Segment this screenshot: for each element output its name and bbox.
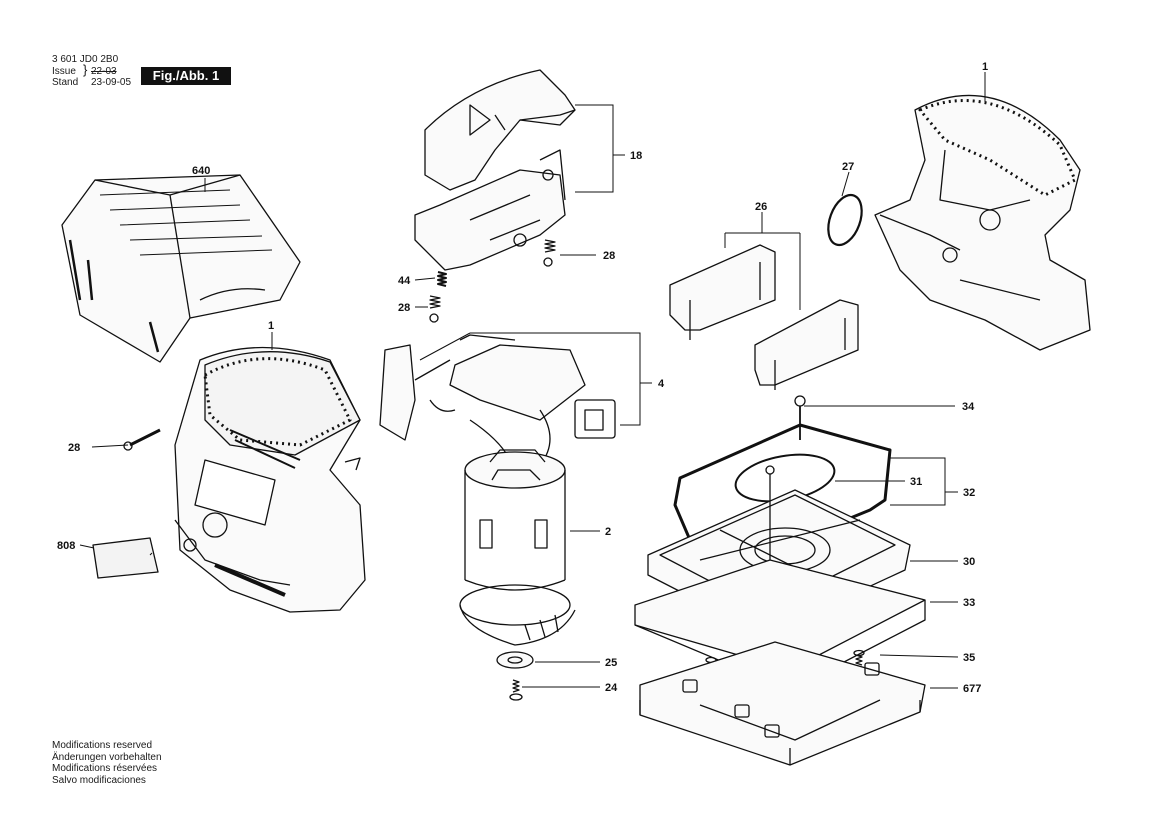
motor-2 — [459, 449, 576, 646]
part-number-32: 32 — [963, 487, 975, 499]
spring-44 — [437, 271, 447, 287]
part-number-33: 33 — [963, 597, 975, 609]
part-number-25: 25 — [605, 657, 617, 669]
part-number-640: 640 — [192, 165, 210, 177]
screw-24 — [509, 679, 523, 701]
issue-label: Issue — [52, 66, 76, 77]
gasket-32 — [673, 423, 892, 557]
footer-line-fr: Modifications réservées — [52, 763, 158, 774]
part-number-677: 677 — [963, 683, 981, 695]
part-number-18: 18 — [630, 150, 642, 162]
washer-25 — [496, 651, 534, 669]
brackets-26 — [669, 244, 859, 390]
screw-28-left — [123, 428, 161, 451]
part-number-24: 24 — [605, 682, 618, 694]
issue-struck-date: 22-03 — [91, 66, 117, 77]
bracket-symbol: } — [83, 62, 88, 77]
footer-line-en: Modifications reserved — [52, 740, 153, 751]
issue-date: 23-09-05 — [91, 77, 132, 88]
screw-34 — [794, 395, 806, 440]
part-number-1-right: 1 — [982, 61, 988, 73]
part-number-28-left: 28 — [68, 442, 80, 454]
part-number-44: 44 — [398, 275, 411, 287]
part-number-35: 35 — [963, 652, 975, 664]
part-number-4: 4 — [658, 378, 665, 390]
part-number-808: 808 — [57, 540, 75, 552]
adapter-plate-677 — [639, 641, 926, 766]
footer-notes: Modifications reserved Änderungen vorbeh… — [52, 740, 162, 786]
part-number-28-mid: 28 — [398, 302, 410, 314]
dust-box-640 — [61, 174, 301, 363]
part-number-1-left: 1 — [268, 320, 274, 332]
cover-assembly-18 — [414, 69, 576, 271]
footer-line-de: Änderungen vorbehalten — [52, 751, 162, 763]
screw-28-upper — [543, 239, 556, 267]
pad-33 — [634, 559, 926, 671]
part-number-2: 2 — [605, 526, 611, 538]
footer-line-es: Salvo modificaciones — [52, 774, 146, 786]
document-number: 3 601 JD0 2B0 — [52, 54, 119, 65]
figure-label: Fig./Abb. 1 — [141, 67, 231, 85]
part-number-30: 30 — [963, 556, 975, 568]
part-number-27: 27 — [842, 161, 854, 173]
stand-label: Stand — [52, 77, 79, 88]
part-number-31: 31 — [910, 476, 922, 488]
part-number-34: 34 — [962, 401, 975, 413]
o-ring-27 — [827, 193, 863, 247]
housing-1-right — [874, 94, 1091, 351]
housing-1-left — [174, 346, 366, 613]
part-number-28-upper: 28 — [603, 250, 615, 262]
electronics-assembly-4 — [379, 334, 616, 466]
leader-lines — [79, 72, 986, 689]
label-plate-808 — [92, 537, 159, 579]
screw-28-mid — [429, 295, 441, 323]
part-number-26: 26 — [755, 201, 767, 213]
